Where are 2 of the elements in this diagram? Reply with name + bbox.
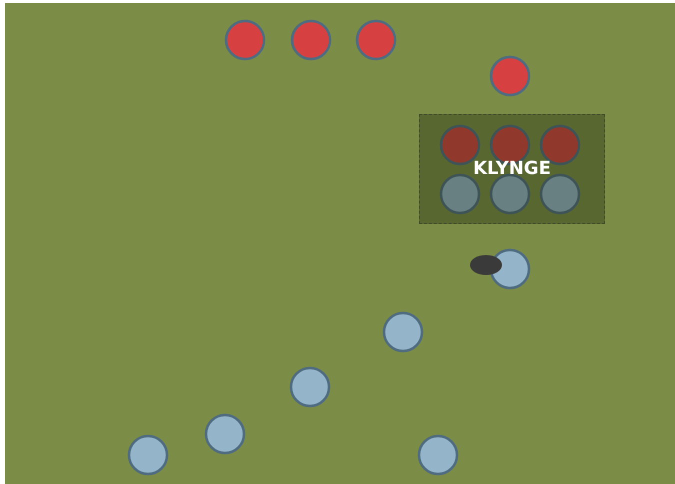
zone-label: KLYNGE <box>473 159 551 179</box>
cluster-zone <box>419 114 605 224</box>
